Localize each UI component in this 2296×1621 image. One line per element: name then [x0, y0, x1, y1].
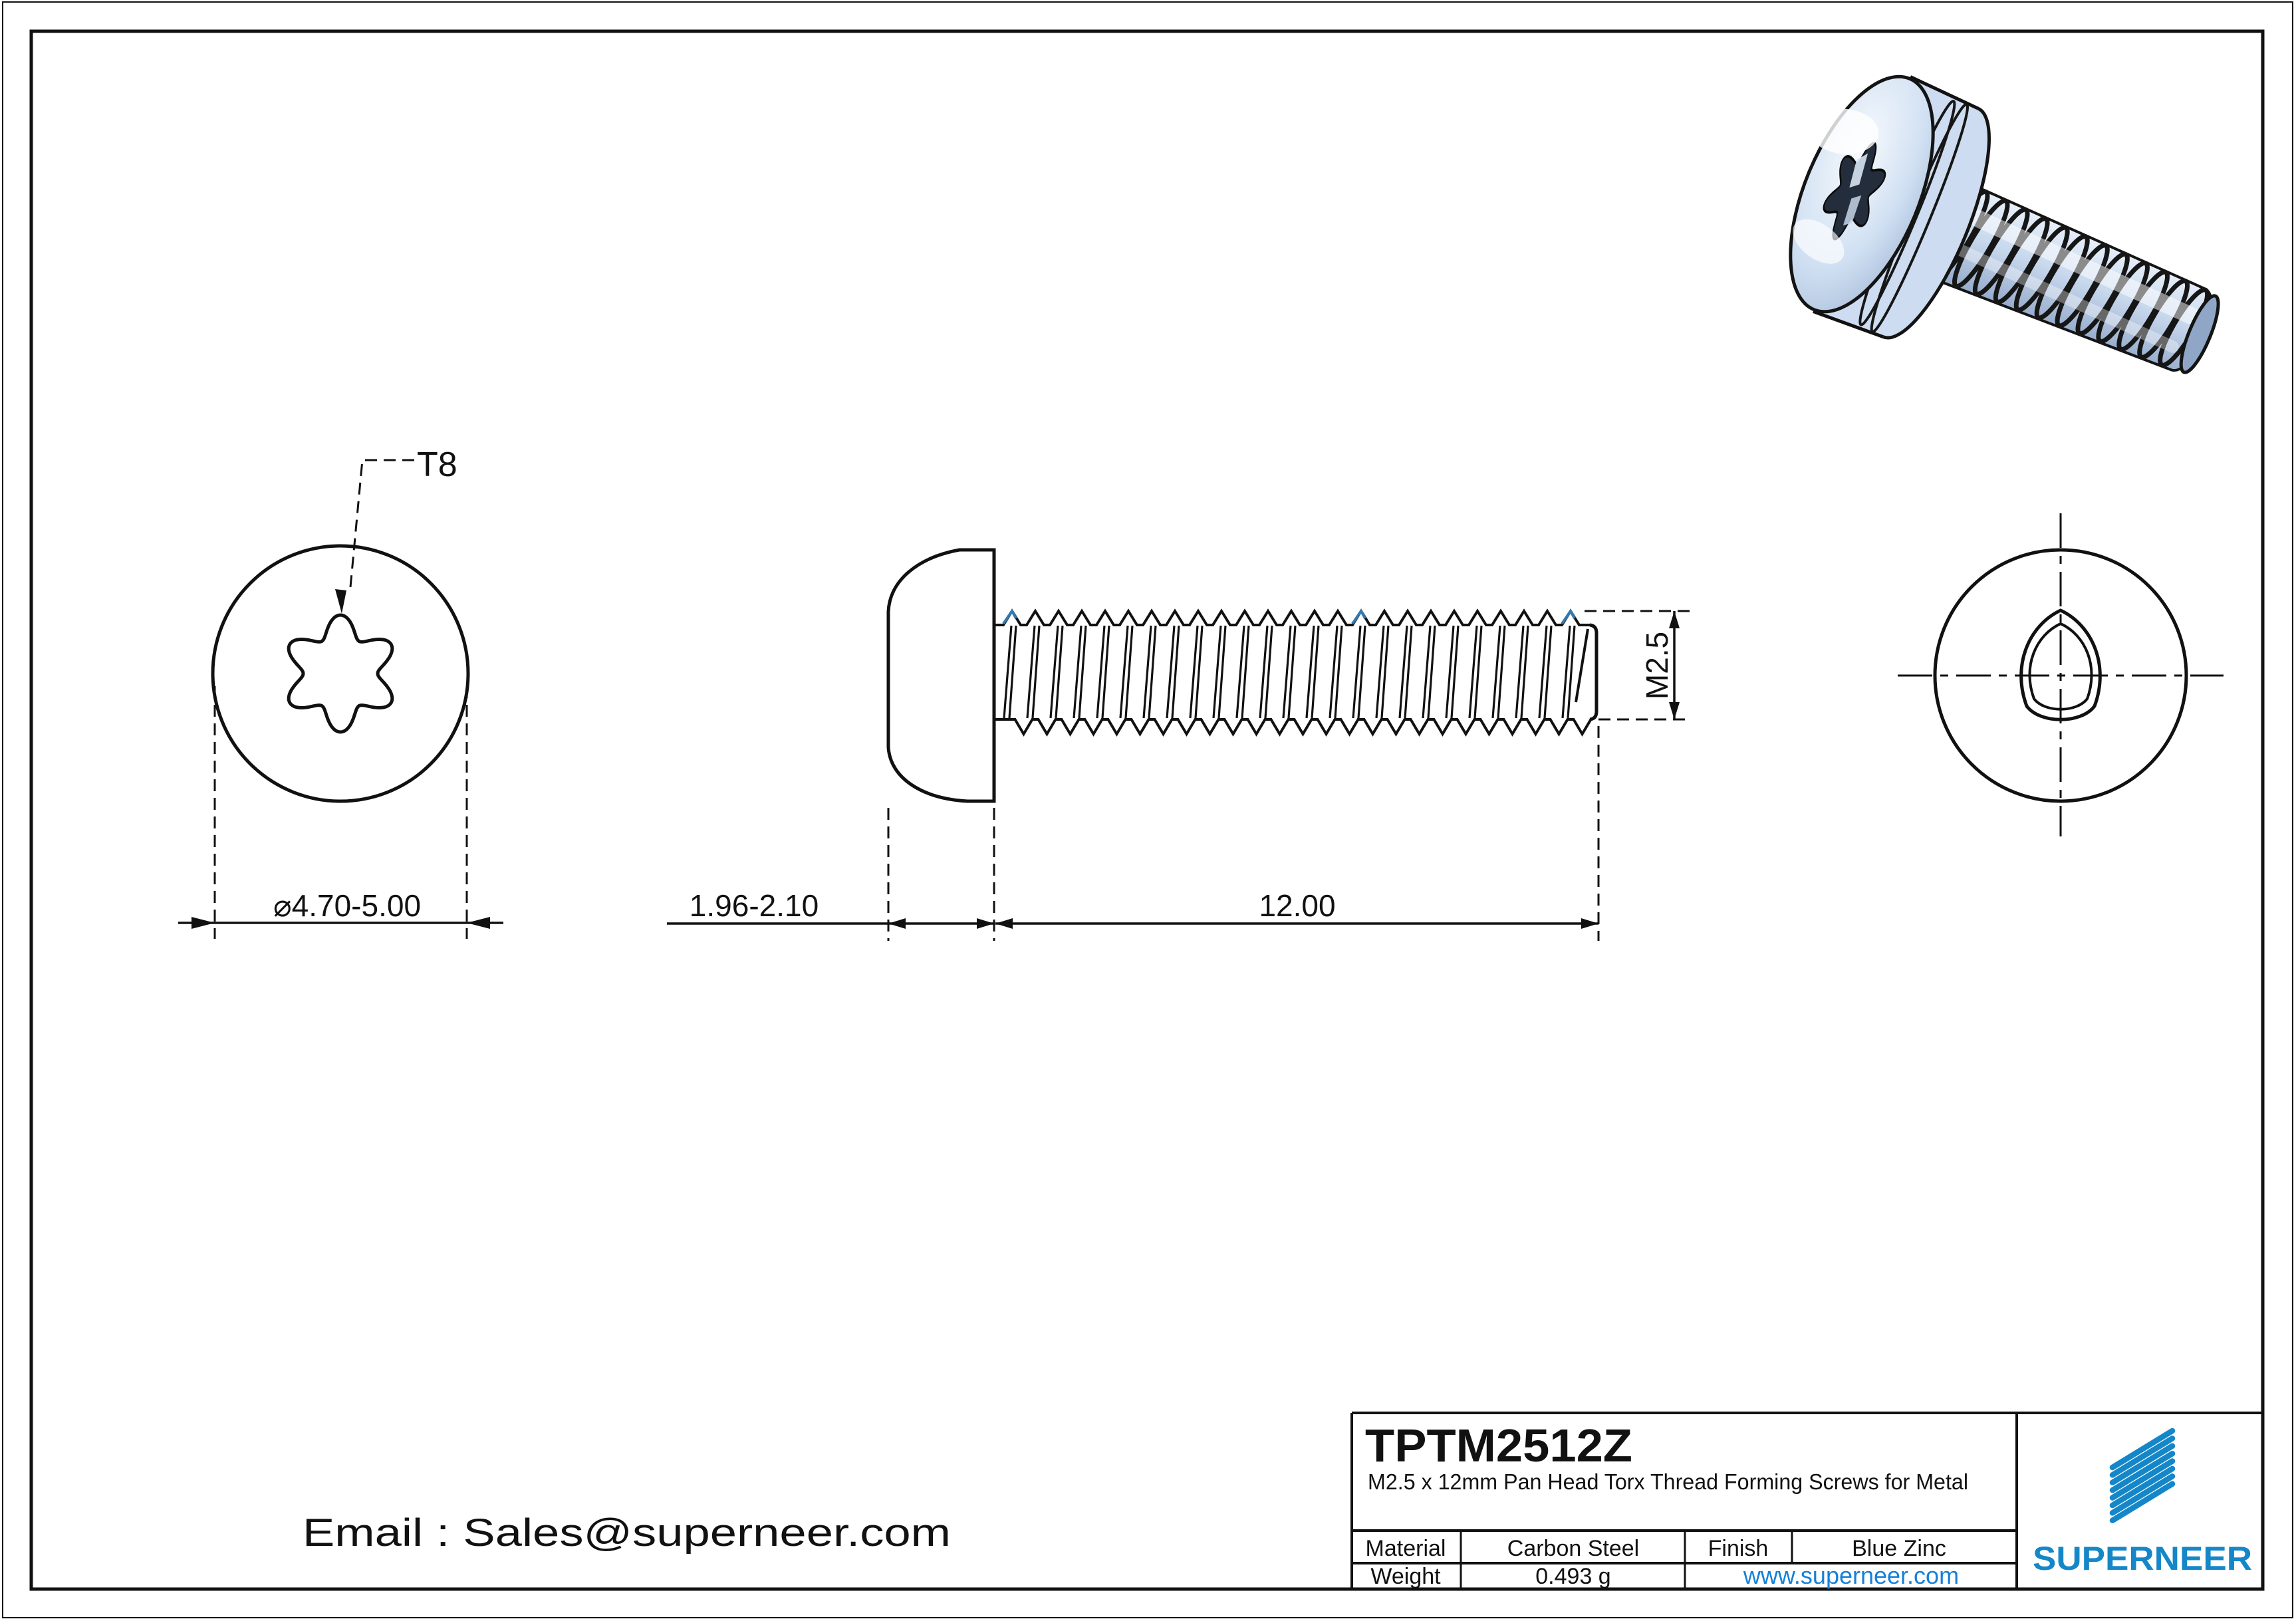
end-view [1898, 513, 2224, 836]
screw-3d-render [1789, 74, 2220, 374]
front-view: T8 ⌀4.70-5.00 [178, 445, 503, 939]
trilobe-inner [2028, 622, 2093, 711]
part-description: M2.5 x 12mm Pan Head Torx Thread Forming… [1368, 1469, 1968, 1494]
socket-highlight-2 [1843, 195, 1862, 225]
brand-logo-icon [2109, 1428, 2176, 1524]
torx-leader-arrow [335, 589, 346, 614]
length-dim-text: 12.00 [1259, 888, 1335, 923]
thread-size-dim-text: M2.5 [1640, 632, 1674, 699]
pan-head-profile [886, 548, 996, 803]
weight-label: Weight [1370, 1564, 1441, 1589]
weight-value: 0.493 g [1535, 1564, 1610, 1589]
finish-label: Finish [1708, 1536, 1769, 1561]
torx-leader-line [349, 459, 414, 588]
thread-size-arrow-top [1669, 611, 1680, 628]
torx-size-label: T8 [417, 445, 457, 484]
diameter-arrow-left [191, 917, 215, 929]
length-arrow-right [1581, 918, 1598, 929]
head-specular-2 [1793, 219, 1845, 264]
shank-end-face [1589, 623, 1598, 721]
torx-socket-outline [287, 613, 394, 734]
finish-value: Blue Zinc [1852, 1536, 1946, 1561]
end-thread-runout [1575, 628, 1589, 703]
material-value: Carbon Steel [1507, 1536, 1639, 1561]
head-height-arrow-left [888, 918, 906, 929]
part-number: TPTM2512Z [1365, 1420, 1632, 1471]
length-arrow-left [995, 918, 1013, 929]
socket-highlight-1 [1849, 153, 1868, 188]
inner-border [29, 29, 2265, 1591]
diameter-arrow-right [467, 917, 490, 929]
material-label: Material [1366, 1536, 1446, 1561]
trilobe-outer [2019, 608, 2102, 721]
head-height-dim-text: 1.96-2.10 [690, 888, 819, 923]
diameter-dim-text: ⌀4.70-5.00 [273, 888, 421, 923]
shaft-highlight-band-2 [1948, 241, 2179, 353]
thread-profile [994, 608, 1594, 737]
brand-wordmark: SUPERNEER [2033, 1540, 2252, 1577]
head-outline-circle [211, 544, 470, 803]
side-view: 1.96-2.10 12.00 M2.5 [667, 548, 1690, 941]
shaft-end-cap [2179, 294, 2220, 374]
head-specular-1 [1809, 108, 1879, 154]
website-link[interactable]: www.superneer.com [1743, 1562, 1959, 1589]
head-height-arrow-right [977, 918, 994, 929]
title-block: TPTM2512Z M2.5 x 12mm Pan Head Torx Thre… [1350, 1412, 2263, 1589]
thread-forming-lobe-marks [1002, 608, 1576, 625]
shaft-highlight-band [1944, 198, 2200, 325]
thread-size-arrow-bottom [1669, 702, 1680, 719]
email-note: Email : Sales@superneer.com [303, 1511, 951, 1555]
